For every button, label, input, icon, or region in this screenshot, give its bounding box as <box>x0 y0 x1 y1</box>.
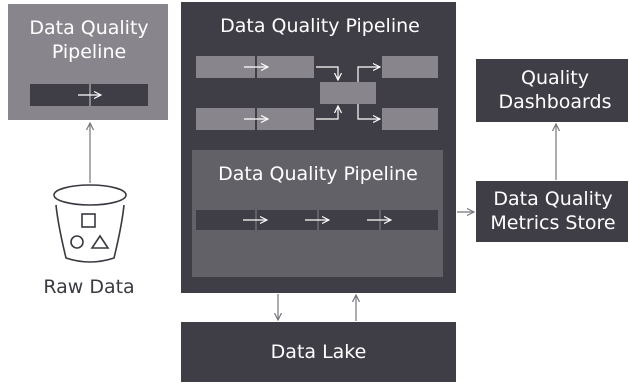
metrics-store-box <box>476 181 628 242</box>
dashboards-box <box>476 59 628 122</box>
merge-stage <box>320 82 376 104</box>
metrics-store-label: Data Quality Metrics Store <box>490 188 616 234</box>
inner-pipeline-title: Data Quality Pipeline <box>218 163 418 185</box>
inner-stage-arrows <box>243 210 391 230</box>
external-connectors <box>90 123 556 321</box>
output-stage-2 <box>382 108 438 130</box>
output-stage-1 <box>382 56 438 78</box>
raw-data-bucket-icon <box>53 184 127 263</box>
dashboards-label: Quality Dashboards <box>498 67 612 113</box>
small-pipeline-title: Data Quality Pipeline <box>29 17 149 63</box>
data-lake-box <box>181 322 456 382</box>
branch-arrows <box>244 56 380 130</box>
raw-data-label: Raw Data <box>43 276 135 298</box>
data-lake-label: Data Lake <box>270 341 367 363</box>
main-pipeline-title: Data Quality Pipeline <box>220 15 420 37</box>
small-pipeline-arrows <box>78 84 101 106</box>
